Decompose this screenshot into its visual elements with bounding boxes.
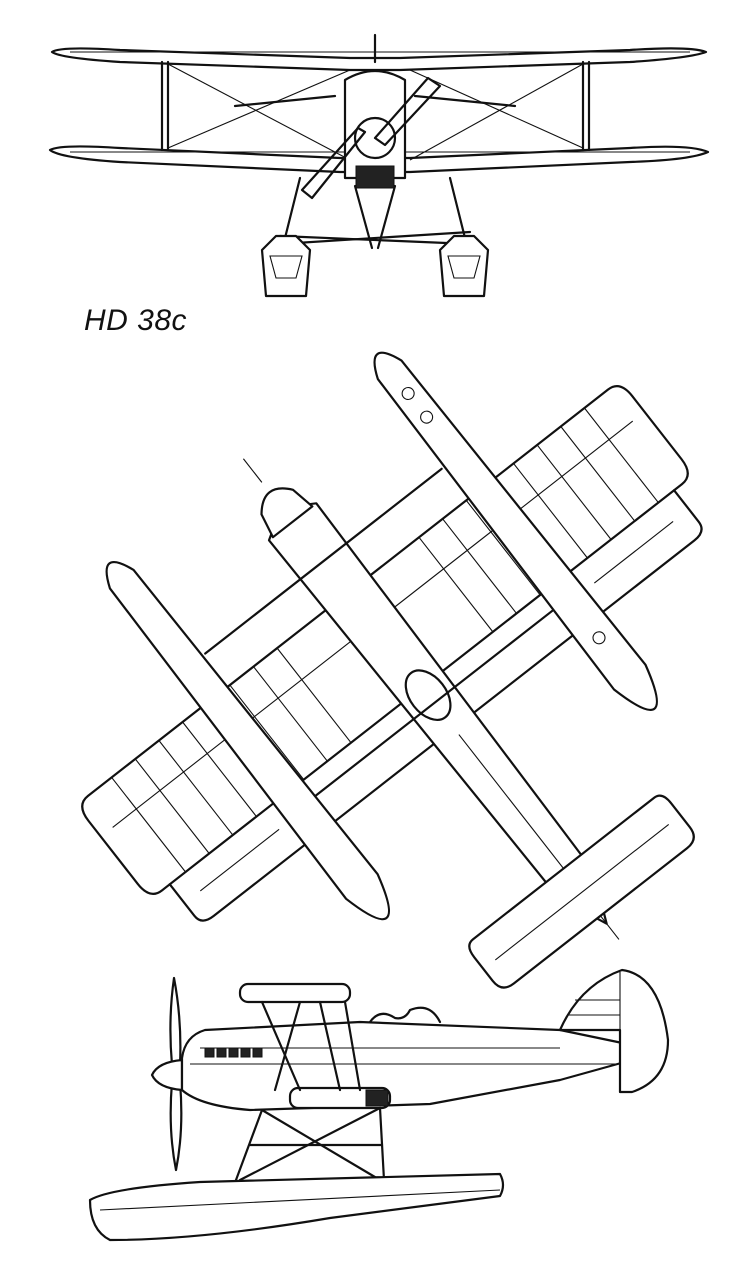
- front-floats: [260, 234, 490, 298]
- side-propeller: [150, 976, 184, 1172]
- side-wings: [238, 982, 392, 1110]
- side-float: [88, 1172, 505, 1242]
- side-float-struts: [234, 1106, 386, 1182]
- front-float-struts: [278, 176, 472, 250]
- aircraft-designation: HD 38c: [84, 304, 188, 337]
- front-fuselage: [300, 33, 442, 200]
- plan-floats: [105, 351, 659, 921]
- front-struts: [160, 60, 591, 161]
- plan-tailplane: [468, 794, 695, 989]
- front-upper-wing: [50, 47, 708, 72]
- side-tail: [558, 968, 670, 1094]
